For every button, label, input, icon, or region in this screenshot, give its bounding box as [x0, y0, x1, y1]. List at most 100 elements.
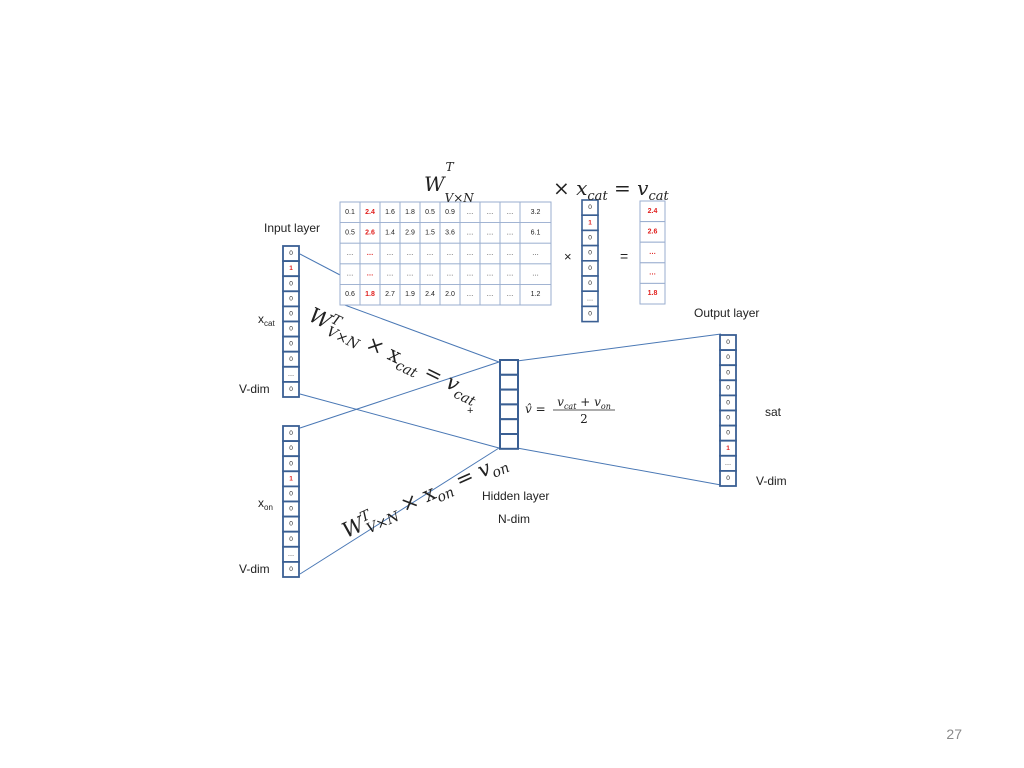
- hidden-layer-vector: [499, 359, 519, 450]
- connector-xcat-to-hidden: [299, 393, 500, 449]
- matrix-cell-value: …: [447, 250, 454, 257]
- xcat-column-vector-value: 0: [588, 280, 592, 287]
- matrix-cell-value: 2.4: [365, 209, 375, 216]
- output-layer-vector-value: 0: [726, 339, 730, 346]
- matrix-cell-value: …: [487, 229, 494, 236]
- matrix-cell-value: …: [487, 291, 494, 298]
- output-layer-vector-value: 0: [726, 475, 730, 482]
- xon-input-vector-value: 0: [289, 536, 293, 543]
- output-layer-vector-value: 0: [726, 384, 730, 391]
- vdim-label-output: V-dim: [756, 474, 787, 488]
- matrix-cell-value: …: [387, 250, 394, 257]
- hidden-layer-cell: [499, 373, 519, 391]
- xon-label: xon: [258, 496, 273, 512]
- matrix-cell-value: …: [532, 250, 539, 257]
- matrix-cell-value: …: [347, 250, 354, 257]
- matrix-cell-value: 0.9: [445, 209, 455, 216]
- vcat-result-vector-value: …: [649, 249, 656, 256]
- matrix-cell-value: 1.8: [365, 291, 375, 298]
- matrix-cell-value: …: [487, 271, 494, 278]
- output-layer-vector-value: 1: [726, 445, 730, 452]
- output-layer-vector-value: 0: [726, 399, 730, 406]
- xcat-input-vector-value: …: [288, 371, 295, 378]
- vhat-numerator: vcat + von: [557, 395, 611, 411]
- vhat-lhs: v̂ =: [525, 402, 546, 416]
- xcat-column-vector-value: 1: [588, 219, 592, 226]
- xon-input-vector-value: 0: [289, 521, 293, 528]
- matrix-cell-value: …: [367, 271, 374, 278]
- xon-input-vector-value: 0: [289, 430, 293, 437]
- matrix-cell-value: …: [467, 209, 474, 216]
- input-layer-label: Input layer: [264, 221, 321, 235]
- top-equation: × xcat = vcat: [553, 176, 669, 204]
- xon-input-vector-value: …: [288, 551, 295, 558]
- vcat-result-vector-cell: [639, 282, 666, 305]
- xcat-input-vector-value: 1: [289, 265, 293, 272]
- matrix-cell-value: …: [507, 291, 514, 298]
- output-layer-label: Output layer: [694, 306, 760, 320]
- xcat-input-vector-value: 0: [289, 250, 293, 257]
- xcat-input-vector-value: 0: [289, 386, 293, 393]
- page-number: 27: [946, 726, 962, 742]
- matrix-cell: [519, 283, 552, 306]
- vdim-label-on: V-dim: [239, 562, 270, 576]
- matrix-cell-value: …: [487, 209, 494, 216]
- vcat-result-vector-value: 1.8: [648, 290, 658, 297]
- hidden-layer-cell: [499, 418, 519, 436]
- xcat-column-vector-value: 0: [588, 204, 592, 211]
- xcat-input-vector-value: 0: [289, 295, 293, 302]
- vcat-result-vector-value: 2.6: [648, 228, 658, 235]
- matrix-cell-value: …: [507, 229, 514, 236]
- matrix-cell-value: …: [487, 250, 494, 257]
- ndim-label: N-dim: [498, 512, 530, 526]
- matrix-cell-value: …: [467, 271, 474, 278]
- vcat-result-vector-value: …: [649, 270, 656, 277]
- vhat-denominator: 2: [580, 412, 588, 426]
- matrix-cell-value: …: [407, 271, 414, 278]
- xcat-input-vector-value: 0: [289, 326, 293, 333]
- matrix-border: [339, 201, 552, 306]
- xcat-input-vector-value: 0: [289, 341, 293, 348]
- matrix-cell-value: …: [367, 250, 374, 257]
- matrix-cell-value: …: [347, 271, 354, 278]
- connector-xcat-to-matrix: [299, 253, 343, 277]
- connector-hidden-to-output-top: [516, 333, 722, 362]
- output-layer-vector: [719, 334, 737, 487]
- hidden-layer-cell: [499, 359, 519, 376]
- matrix-cell-value: 0.6: [345, 291, 355, 298]
- matrix-cell-value: 1.4: [385, 229, 395, 236]
- connector-hidden-to-output-bottom: [516, 447, 722, 486]
- vdim-label-cat: V-dim: [239, 382, 270, 396]
- matrix-cell-value: 6.1: [531, 229, 541, 236]
- matrix-cell-value: …: [447, 271, 454, 278]
- xcat-column-vector-value: 0: [588, 250, 592, 257]
- connector-matrix-to-hidden: [341, 303, 500, 363]
- xon-input-vector-cell: [282, 561, 300, 578]
- xon-input-vector-value: 1: [289, 475, 293, 482]
- xon-input-vector-value: 0: [289, 566, 293, 573]
- matrix-cell-value: 3.6: [445, 229, 455, 236]
- matrix-cell-value: 1.8: [405, 209, 415, 216]
- matrix-cell-value: …: [532, 271, 539, 278]
- xcat-input-vector-value: 0: [289, 280, 293, 287]
- matrix-cell-value: …: [507, 271, 514, 278]
- xon-input-vector-value: 0: [289, 445, 293, 452]
- vcat-result-vector-value: 2.4: [648, 208, 658, 215]
- output-layer-vector-value: 0: [726, 430, 730, 437]
- matrix-cell-value: 1.5: [425, 229, 435, 236]
- xcat-column-vector-cell: [581, 305, 599, 323]
- xcat-column-vector-value: …: [587, 295, 594, 302]
- matrix-cell-value: 2.4: [425, 291, 435, 298]
- matrix-cell-value: …: [427, 250, 434, 257]
- output-word-label: sat: [765, 405, 782, 419]
- matrix-cell-value: 0.5: [345, 229, 355, 236]
- output-layer-vector-value: 0: [726, 369, 730, 376]
- matrix-cell-value: 2.0: [445, 291, 455, 298]
- matrix-cell-value: 0.1: [345, 209, 355, 216]
- hidden-layer-cell: [499, 388, 519, 406]
- xon-input-vector-value: 0: [289, 506, 293, 513]
- xon-input-vector-value: 0: [289, 460, 293, 467]
- matrix-cell-value: 2.6: [365, 229, 375, 236]
